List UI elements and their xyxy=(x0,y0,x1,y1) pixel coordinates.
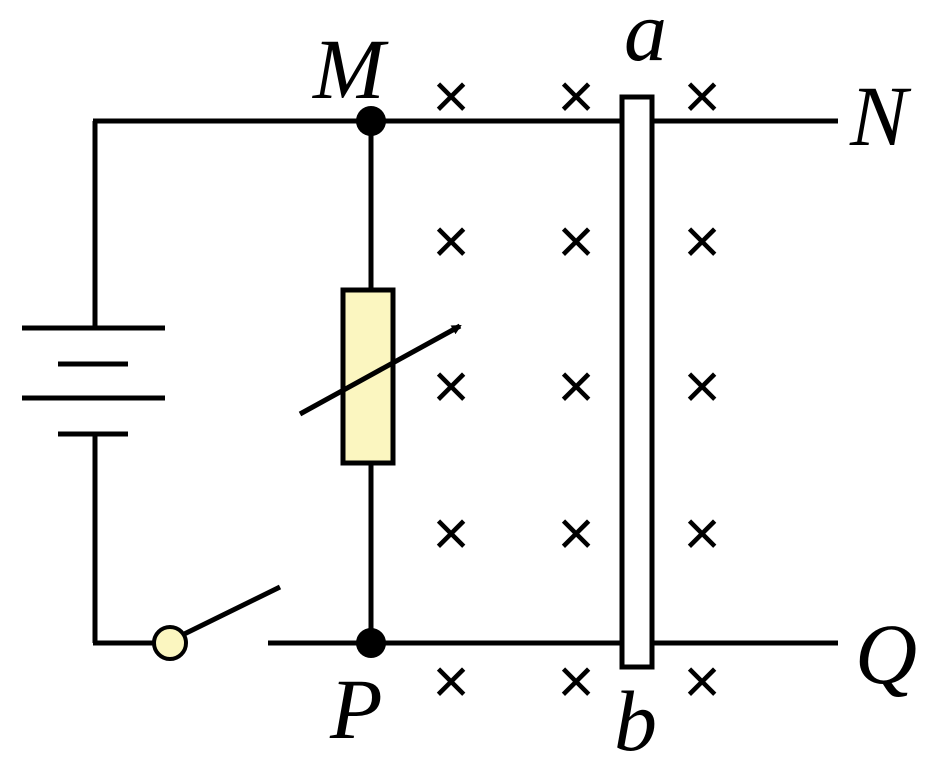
label-n: N xyxy=(849,68,912,164)
rheostat-arrow xyxy=(298,323,462,417)
battery xyxy=(22,325,165,437)
magnetic-field: × × × × × × × × × × × × × × × xyxy=(432,60,720,717)
field-cross-r4-c1: × xyxy=(432,497,469,569)
label-p: P xyxy=(329,661,383,757)
junction-p xyxy=(356,628,386,658)
switch-blade xyxy=(168,584,282,644)
switch xyxy=(152,584,282,661)
label-a: a xyxy=(624,0,667,79)
switch-pivot xyxy=(152,625,188,661)
field-cross-r4-c2: × xyxy=(557,497,594,569)
field-cross-r3-c3: × xyxy=(683,350,720,422)
field-cross-r3-c1: × xyxy=(432,350,469,422)
label-m: M xyxy=(311,21,389,117)
rod-ab xyxy=(619,94,655,670)
field-cross-r4-c3: × xyxy=(683,497,720,569)
field-cross-r5-c2: × xyxy=(557,645,594,717)
label-q: Q xyxy=(855,606,917,702)
field-cross-r2-c1: × xyxy=(432,205,469,277)
field-cross-r2-c2: × xyxy=(557,205,594,277)
field-cross-r2-c3: × xyxy=(683,205,720,277)
field-cross-r1-c1: × xyxy=(432,60,469,132)
field-cross-r1-c2: × xyxy=(557,60,594,132)
field-cross-r3-c2: × xyxy=(557,350,594,422)
field-cross-r5-c1: × xyxy=(432,645,469,717)
field-cross-r1-c3: × xyxy=(683,60,720,132)
junction-m xyxy=(356,106,386,136)
label-b: b xyxy=(614,673,657,769)
field-cross-r5-c3: × xyxy=(683,645,720,717)
